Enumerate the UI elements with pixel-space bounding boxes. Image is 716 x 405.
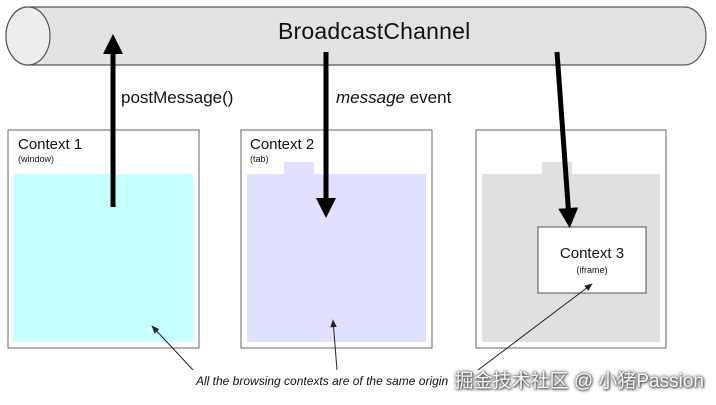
message-event-label-em: message: [336, 88, 405, 107]
broadcast-channel-pipe: [5, 6, 707, 66]
context-3-box: [475, 129, 667, 349]
message-event-arrow-context-3: [554, 51, 579, 228]
message-event-label: message event: [336, 88, 451, 108]
context-2-tab-shape: [284, 162, 314, 176]
annotation-arrow-context-3: [477, 283, 593, 371]
context-1-subtitle: (window): [18, 154, 55, 164]
context-1-content-area: [14, 174, 193, 342]
context-3-title: Context 3: [559, 245, 625, 262]
watermark: 掘金技术社区 @ 小猪Passion: [454, 371, 704, 392]
channel-label: BroadcastChannel: [278, 18, 471, 44]
iframe-box: [537, 226, 647, 294]
context-1-title: Context 1: [18, 136, 83, 153]
footnote: All the browsing contexts are of the sam…: [196, 374, 449, 388]
context-2-content-area: [247, 174, 426, 342]
message-event-label-rest: event: [404, 88, 452, 107]
context-2-box: [240, 129, 433, 349]
context-2-title: Context 2: [250, 136, 315, 153]
pipe-end-cap: [5, 6, 51, 66]
annotation-arrow-context-1: [151, 325, 194, 371]
postmessage-label: postMessage(): [121, 88, 234, 107]
context-2-subtitle: (tab): [250, 154, 269, 164]
context-1-box: [7, 129, 200, 349]
context-3-subtitle: (iframe): [576, 265, 608, 275]
annotation-arrow-context-2: [330, 319, 338, 371]
